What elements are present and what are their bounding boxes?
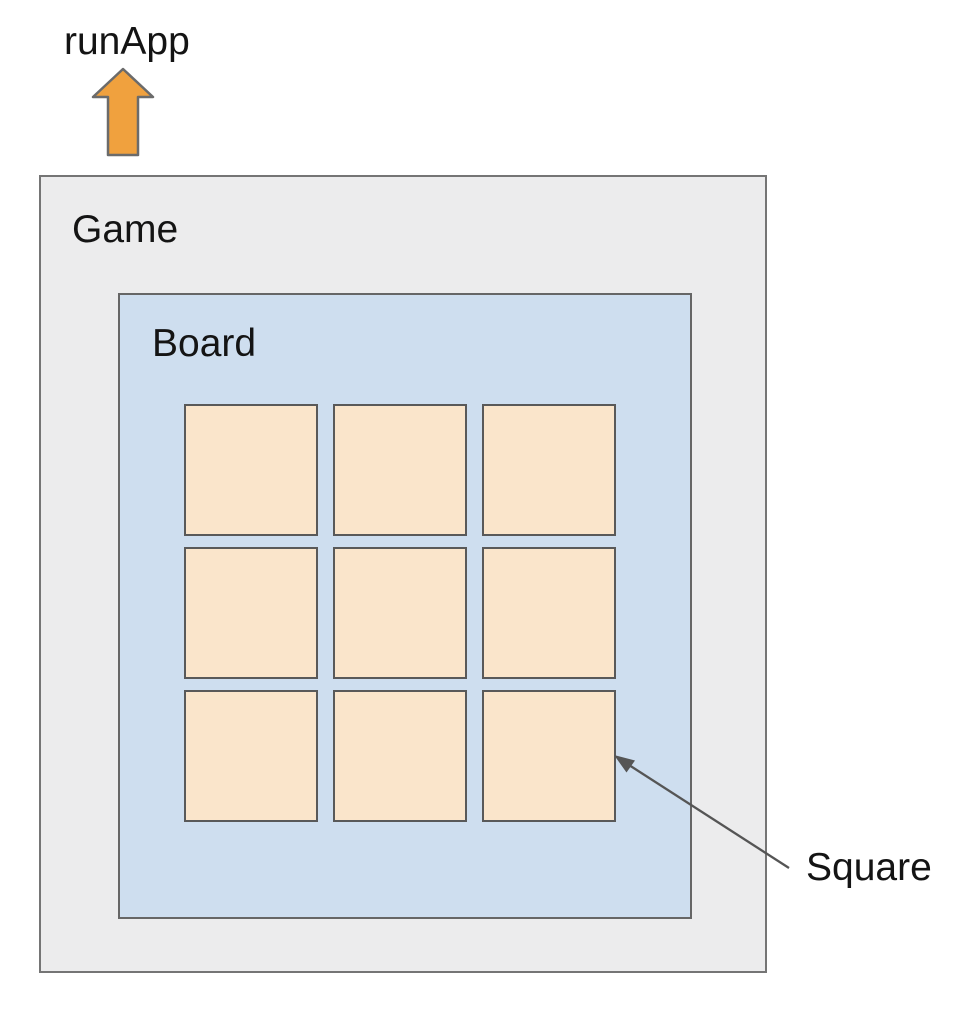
square-cell <box>333 404 467 536</box>
square-cell <box>184 404 318 536</box>
board-label: Board <box>152 322 257 365</box>
square-cell <box>482 404 616 536</box>
square-grid <box>184 404 616 822</box>
game-label: Game <box>72 208 179 251</box>
square-annotation-label: Square <box>806 846 932 889</box>
square-cell <box>333 690 467 822</box>
board-container: Board <box>118 293 692 919</box>
square-cell <box>184 547 318 679</box>
square-cell <box>482 690 616 822</box>
up-arrow-icon <box>91 67 155 157</box>
game-container: Game Board <box>39 175 767 973</box>
square-cell <box>333 547 467 679</box>
square-cell <box>482 547 616 679</box>
runapp-label: runApp <box>64 20 190 63</box>
square-cell <box>184 690 318 822</box>
